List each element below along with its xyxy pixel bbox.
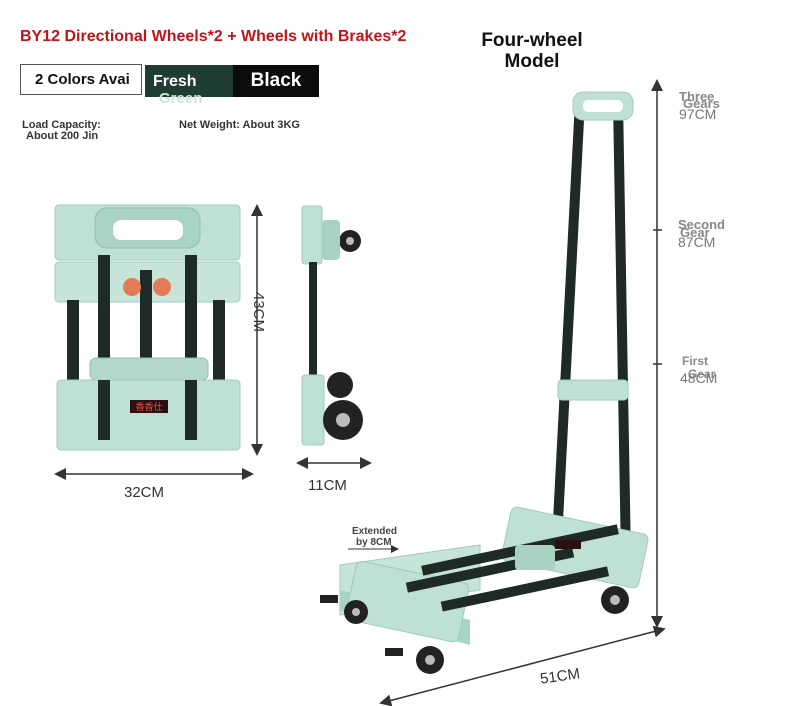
folded-front-view: 香香仕 [54,204,241,451]
color-option-green-line1: Fresh [153,73,197,90]
colors-available-label: 2 Colors Avai [20,64,142,95]
gear-three-line2: Gears [683,96,720,111]
model-line-1: Four-wheel [481,30,583,51]
load-capacity-label: Load Capacity: [22,119,101,131]
gear-three-height: 97CM [679,106,717,122]
gear-first-line2: Gear [688,367,716,381]
gear-three-line1: Three [679,89,715,104]
assembled-trolley [320,91,649,674]
gear-second-line1: Second [678,217,725,232]
model-label: Four-wheel Model [472,30,592,72]
gear-first: First Gear 48CM [680,354,718,386]
gear-second: Second Gear 87CM [678,217,725,251]
net-weight: Net Weight: About 3KG [179,119,300,131]
gear-second-line2: Gear [680,225,710,240]
color-option-black[interactable]: Black [233,65,319,97]
load-capacity-value: About 200 Jin [26,130,99,142]
folded-height-label: 43CM [250,292,267,333]
folded-width-label: 32CM [124,484,165,501]
product-title: BY12 Directional Wheels*2 + Wheels with … [20,28,407,45]
color-option-fresh-green[interactable]: Fresh Green [145,65,233,107]
extended-line2: by 8CM [356,537,392,548]
extended-line1: Extended [352,526,398,537]
gear-three: Three Gears 97CM [679,89,720,123]
base-length-arrow [379,625,666,706]
load-capacity: Load Capacity: About 200 Jin [22,120,101,142]
brand-label: 香香仕 [135,401,162,413]
gear-first-line1: First [682,354,709,368]
folded-depth-label: 11CM [308,477,347,494]
model-line-2: Model [504,51,560,72]
gear-second-height: 87CM [678,234,716,250]
folded-side-view [301,205,363,446]
color-option-green-line2: Green [159,90,203,107]
extended-note: Extended by 8CM [352,526,397,548]
gear-first-height: 48CM [680,370,718,386]
